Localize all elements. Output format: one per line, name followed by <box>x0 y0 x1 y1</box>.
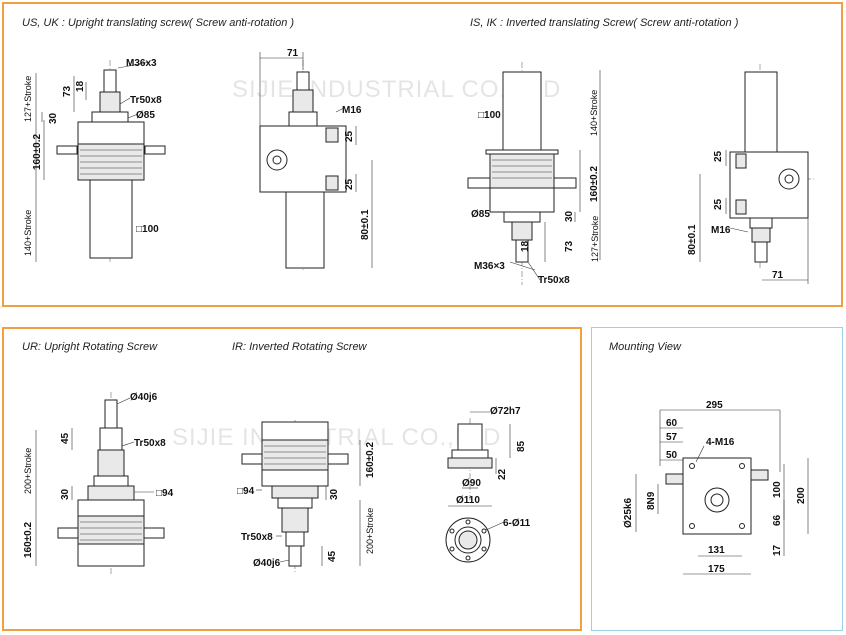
dim-50: 50 <box>666 450 678 461</box>
dim-4-m16: 4-M16 <box>706 437 735 448</box>
dim-17-mount: 17 <box>772 544 783 556</box>
caption-ir: IR: Inverted Rotating Screw <box>232 341 367 353</box>
ir-view: 160±0.2 □94 30 200+Stroke Tr50x8 45 Ø40j… <box>237 420 376 574</box>
dim-d40j6-ur: Ø40j6 <box>130 392 158 403</box>
dim-57: 57 <box>666 432 678 443</box>
dim-d25k6: Ø25k6 <box>623 498 634 528</box>
dim-71-is: 71 <box>772 270 784 281</box>
dim-22-flange: 22 <box>497 468 508 480</box>
dim-18-is: 18 <box>520 240 531 252</box>
dim-25-is-bottom: 25 <box>713 198 724 210</box>
dim-tr50x8: Tr50x8 <box>130 95 162 106</box>
flange-view: Ø72h7 85 22 Ø90 Ø110 6-Ø11 <box>445 406 531 563</box>
dim-sq100-is: □100 <box>478 110 501 121</box>
caption-is-ik: IS, IK : Inverted translating Screw( Scr… <box>470 17 739 29</box>
is-ik-front-view: □100 Ø85 M36×3 Tr50x8 140+Stroke 160±0.2… <box>467 62 601 286</box>
dim-160-ir: 160±0.2 <box>365 441 376 478</box>
dim-85-flange: 85 <box>516 440 527 452</box>
us-uk-front-view: M36x3 Tr50x8 Ø85 □100 73 18 30 127+Strok… <box>23 58 166 262</box>
dim-tr50x8-is: Tr50x8 <box>538 275 570 286</box>
dim-tr50x8-ir: Tr50x8 <box>241 532 273 543</box>
dim-200-stroke-ir: 200+Stroke <box>365 508 375 554</box>
dim-295: 295 <box>706 400 723 411</box>
dim-m16: M16 <box>342 105 362 116</box>
dim-160-ur: 160±0.2 <box>23 521 34 558</box>
dim-m16-is: M16 <box>711 225 731 236</box>
dim-30-ir: 30 <box>329 488 340 500</box>
dim-25-bottom: 25 <box>344 178 355 190</box>
caption-mounting: Mounting View <box>609 341 681 353</box>
dim-71: 71 <box>287 48 299 59</box>
caption-us-uk: US, UK : Upright translating screw( Scre… <box>22 17 295 29</box>
dim-140-stroke-is: 140+Stroke <box>589 90 599 136</box>
ur-view: Ø40j6 Tr50x8 □94 45 30 200+Stroke 160±0.… <box>23 392 174 575</box>
dim-127-stroke: 127+Stroke <box>23 76 33 122</box>
dim-100-mount: 100 <box>772 481 783 498</box>
dim-175: 175 <box>708 564 725 575</box>
watermark-bottom: SIJIE INDUSTRIAL CO.,LTD <box>172 424 502 451</box>
caption-ur: UR: Upright Rotating Screw <box>22 341 158 353</box>
dim-160-is: 160±0.2 <box>589 165 600 202</box>
mounting-plan-view: 295 60 57 50 4-M16 Ø25k6 8N9 100 200 66 … <box>623 400 809 575</box>
dim-160: 160±0.2 <box>32 133 43 170</box>
dim-d110: Ø110 <box>456 495 480 506</box>
dim-140-stroke: 140+Stroke <box>23 210 33 256</box>
dim-tr50x8-ur: Tr50x8 <box>134 438 166 449</box>
dim-6-holes: 6-Ø11 <box>503 518 531 529</box>
dim-66-mount: 66 <box>772 514 783 526</box>
dim-30-is: 30 <box>564 210 575 222</box>
dim-d40j6-ir: Ø40j6 <box>253 558 281 569</box>
dim-80: 80±0.1 <box>360 209 371 240</box>
dim-sq100: □100 <box>136 224 159 235</box>
dim-d90: Ø90 <box>462 478 481 489</box>
dim-8n9: 8N9 <box>646 491 657 510</box>
dim-73: 73 <box>62 85 73 97</box>
dim-60: 60 <box>666 418 678 429</box>
dim-127-stroke-is: 127+Stroke <box>590 216 600 262</box>
dim-sq94-ir: □94 <box>237 486 255 497</box>
dim-m36x3-is: M36×3 <box>474 261 505 272</box>
dim-73-is: 73 <box>564 240 575 252</box>
dim-30-ur: 30 <box>60 488 71 500</box>
dim-131: 131 <box>708 545 725 556</box>
dim-45-ur: 45 <box>60 432 71 444</box>
dim-25-is-top: 25 <box>713 150 724 162</box>
dim-30: 30 <box>48 112 59 124</box>
dim-18: 18 <box>75 80 86 92</box>
dim-45-ir: 45 <box>327 550 338 562</box>
is-ik-side-view: 25 25 M16 80±0.1 71 <box>687 64 815 284</box>
dim-80-is: 80±0.1 <box>687 224 698 255</box>
dim-200-mount: 200 <box>796 487 807 504</box>
dim-sq94-ur: □94 <box>156 488 174 499</box>
dim-d72h7: Ø72h7 <box>490 406 521 417</box>
dim-200-stroke-ur: 200+Stroke <box>23 448 33 494</box>
dim-m36x3: M36x3 <box>126 58 157 69</box>
dim-d85: Ø85 <box>136 110 155 121</box>
us-uk-side-view: 71 M16 25 25 80±0.1 <box>259 48 373 270</box>
dim-d85-is: Ø85 <box>471 209 490 220</box>
dim-25-top: 25 <box>344 130 355 142</box>
